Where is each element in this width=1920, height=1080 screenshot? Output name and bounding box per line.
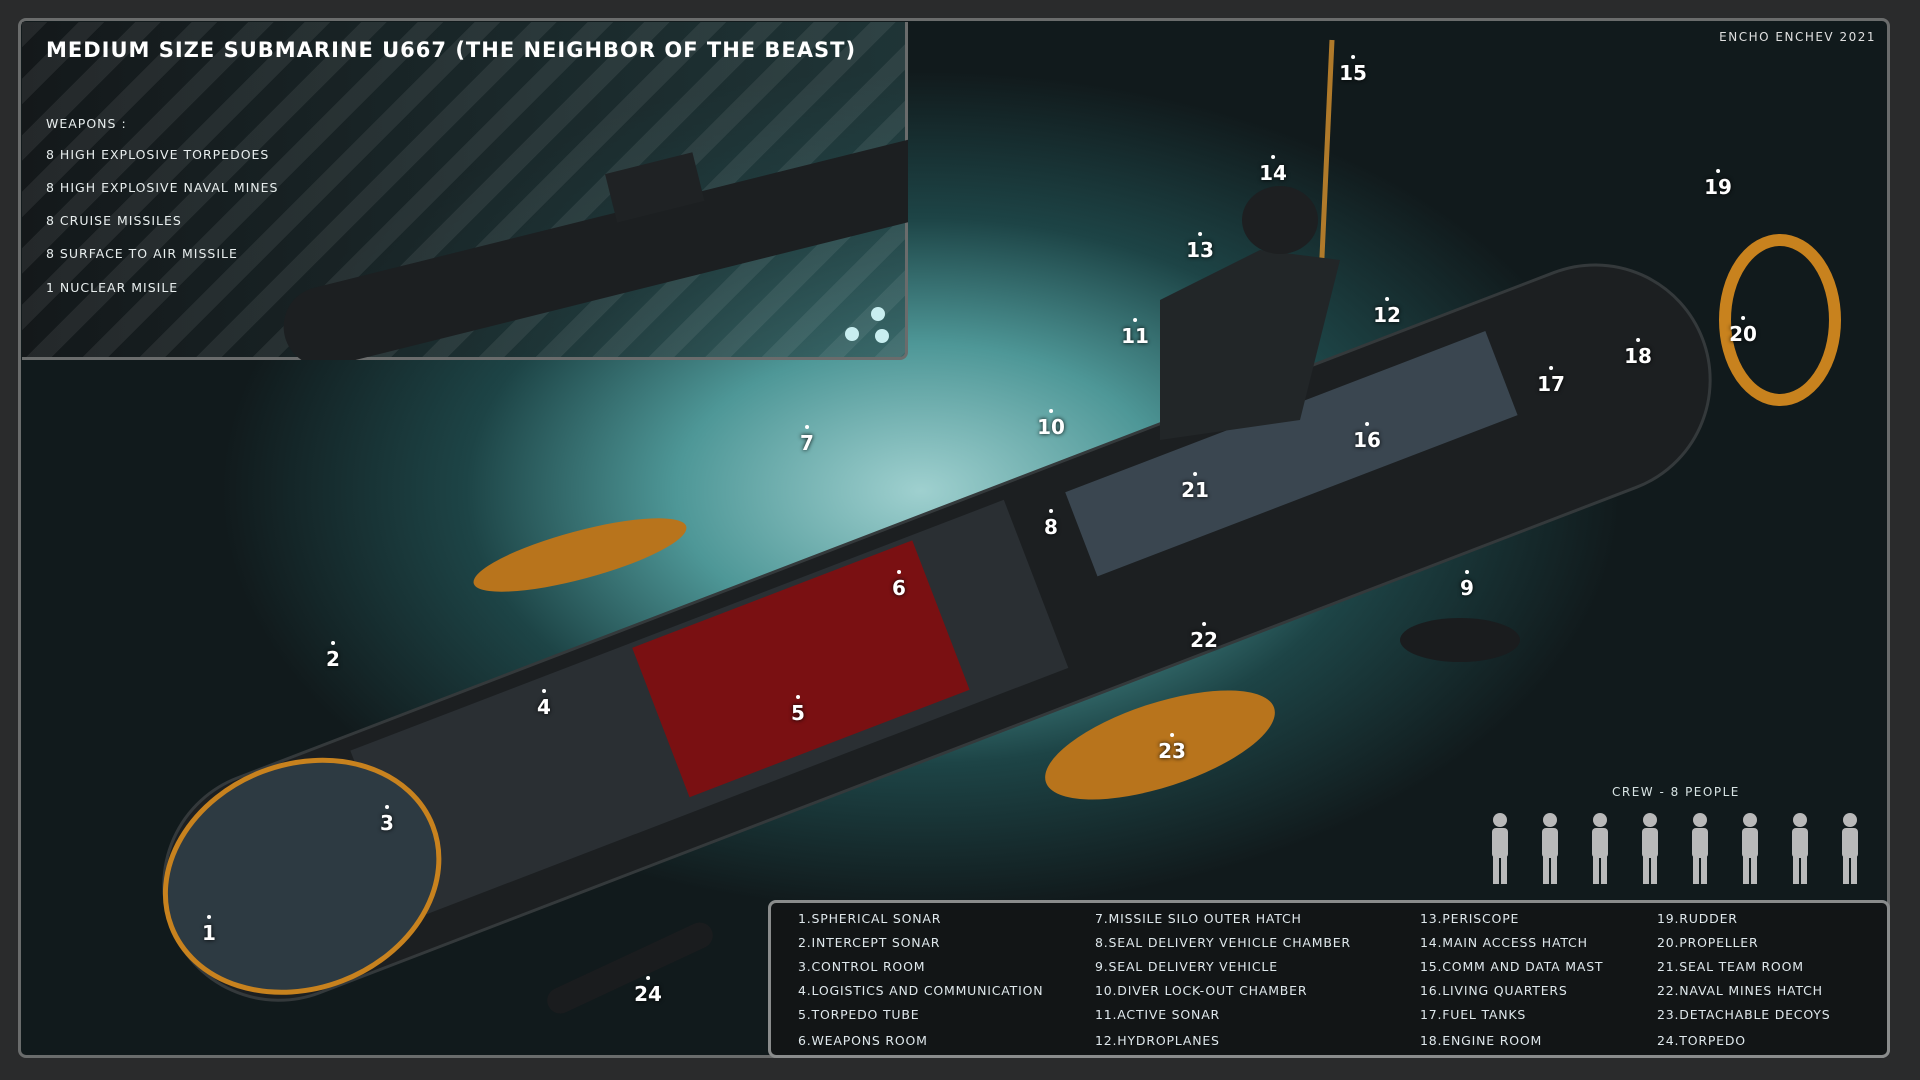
callout: 3 [380,805,394,835]
legend-item: 4.LOGISTICS AND COMMUNICATION [798,983,1044,998]
legend-item: 7.MISSILE SILO OUTER HATCH [1095,911,1302,926]
side-view-submarine [283,136,908,360]
legend-item: 14.MAIN ACCESS HATCH [1420,935,1588,950]
callout: 4 [537,689,551,719]
crew-silhouettes [1492,813,1858,884]
propeller [1719,234,1841,406]
legend-item: 15.COMM AND DATA MAST [1420,959,1604,974]
torpedo [547,922,713,1014]
weapon-item: 8 SURFACE TO AIR MISSILE [46,246,238,261]
legend-item: 12.HYDROPLANES [1095,1033,1220,1048]
legend-item: 11.ACTIVE SONAR [1095,1007,1221,1022]
legend-item: 20.PROPELLER [1657,935,1759,950]
weapon-item: 1 NUCLEAR MISILE [46,280,179,295]
callout: 10 [1037,409,1065,439]
weapon-item: 8 HIGH EXPLOSIVE TORPEDOES [46,147,270,162]
main-hull [162,263,1712,1002]
callout: 15 [1339,55,1367,85]
callout: 13 [1186,232,1214,262]
callout: 19 [1704,169,1732,199]
callout: 9 [1460,570,1474,600]
callout: 20 [1729,316,1757,346]
legend-item: 17.FUEL TANKS [1420,1007,1527,1022]
callout: 23 [1158,733,1186,763]
legend-item: 3.CONTROL ROOM [798,959,926,974]
weapons-panel [22,22,908,360]
callout: 18 [1624,338,1652,368]
callout: 8 [1044,509,1058,539]
legend-item: 18.ENGINE ROOM [1420,1033,1543,1048]
crew-label: CREW - 8 PEOPLE [1612,785,1740,799]
callout: 16 [1353,422,1381,452]
callout: 11 [1121,318,1149,348]
legend-item: 5.TORPEDO TUBE [798,1007,920,1022]
legend-item: 6.WEAPONS ROOM [798,1033,928,1048]
callout: 24 [634,976,662,1006]
callout: 1 [202,915,216,945]
weapon-item: 8 HIGH EXPLOSIVE NAVAL MINES [46,180,279,195]
legend-item: 19.RUDDER [1657,911,1738,926]
legend-item: 13.PERISCOPE [1420,911,1520,926]
legend-panel [768,900,1890,1058]
legend-item: 2.INTERCEPT SONAR [798,935,941,950]
legend-item: 24.TORPEDO [1657,1033,1746,1048]
decoy [1045,690,1275,800]
callout: 14 [1259,155,1287,185]
callout: 12 [1373,297,1401,327]
legend-item: 10.DIVER LOCK-OUT CHAMBER [1095,983,1308,998]
legend-item: 16.LIVING QUARTERS [1420,983,1568,998]
legend-item: 23.DETACHABLE DECOYS [1657,1007,1831,1022]
legend-item: 21.SEAL TEAM ROOM [1657,959,1804,974]
weapon-item: 8 CRUISE MISSILES [46,213,182,228]
callout: 5 [791,695,805,725]
legend-item: 9.SEAL DELIVERY VEHICLE [1095,959,1278,974]
legend-item: 1.SPHERICAL SONAR [798,911,942,926]
callout: 2 [326,641,340,671]
weapons-heading: WEAPONS : [46,116,127,131]
legend-item: 22.NAVAL MINES HATCH [1657,983,1823,998]
callout: 22 [1190,622,1218,652]
main-access-hatch [1242,186,1318,254]
callout: 7 [800,425,814,455]
author-credit: ENCHO ENCHEV 2021 [1719,30,1876,44]
callout: 6 [892,570,906,600]
seal-delivery-vehicle [1400,618,1520,662]
comm-mast [1317,39,1335,301]
legend-item: 8.SEAL DELIVERY VEHICLE CHAMBER [1095,935,1351,950]
callout: 21 [1181,472,1209,502]
page-title: MEDIUM SIZE SUBMARINE U667 (THE NEIGHBOR… [46,38,857,62]
callout: 17 [1537,366,1565,396]
